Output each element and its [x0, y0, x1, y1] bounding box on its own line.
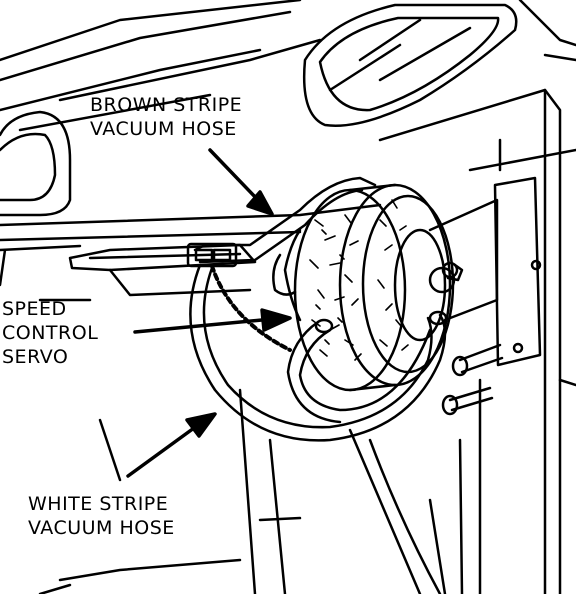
brown-stripe-hose	[186, 176, 377, 352]
speed-control-servo-label: SPEED CONTROL SERVO	[2, 297, 98, 369]
label-line: SPEED	[2, 298, 67, 320]
servo-stud	[428, 261, 464, 294]
white-stripe-hose	[189, 263, 448, 442]
label-line: WHITE STRIPE	[28, 493, 169, 515]
servo-stipple	[309, 199, 409, 361]
leader-servo	[133, 308, 292, 334]
label-line: VACUUM HOSE	[28, 517, 175, 539]
white-stripe-hose-label: WHITE STRIPE VACUUM HOSE	[28, 492, 175, 540]
mounting-rail	[0, 203, 382, 302]
leader-white-hose	[126, 412, 217, 478]
leader-brown-hose	[208, 148, 274, 216]
body-panel-lines	[0, 0, 576, 132]
mounting-bolts	[441, 343, 504, 416]
left-panel-cutout	[0, 110, 72, 217]
brown-stripe-hose-label: BROWN STRIPE VACUUM HOSE	[90, 93, 242, 141]
label-line: VACUUM HOSE	[90, 118, 237, 140]
lower-body-lines	[38, 378, 482, 594]
window-opening	[303, 3, 518, 127]
label-line: BROWN STRIPE	[90, 94, 243, 116]
right-body-structure	[378, 88, 576, 594]
label-line: CONTROL	[2, 322, 99, 344]
servo-bracket	[428, 176, 542, 367]
label-line: SERVO	[2, 346, 69, 368]
